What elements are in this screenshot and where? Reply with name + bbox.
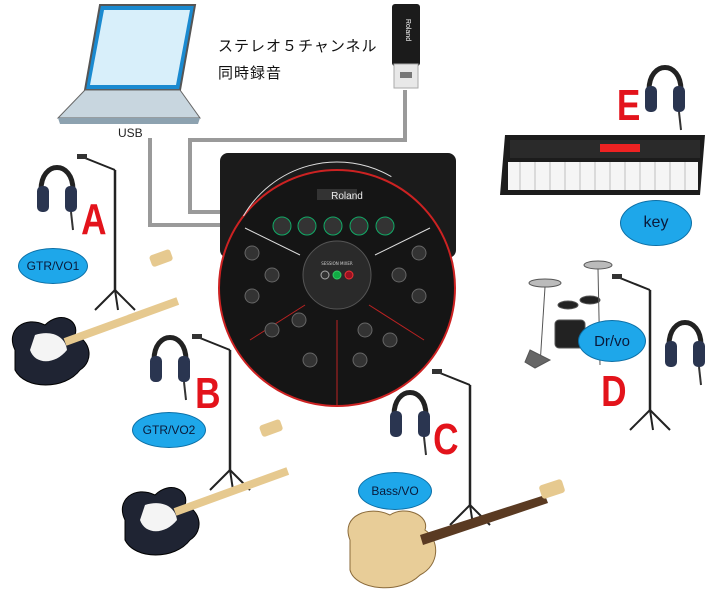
memory-cable — [188, 90, 407, 214]
usb-memory-icon: Roland — [392, 4, 420, 89]
headphones-d-icon — [665, 323, 705, 386]
session-mixer-icon: SESSION MIXER Roland — [218, 153, 456, 407]
channel-c-label: Bass/VO — [358, 472, 432, 510]
headphones-c-icon — [390, 393, 430, 456]
headphones-e-icon — [645, 68, 685, 131]
channel-d-letter: D — [601, 367, 627, 416]
drum-kit-icon — [524, 260, 613, 369]
device-label: SESSION MIXER — [321, 261, 353, 266]
headphones-b-icon — [150, 338, 190, 401]
brand-logo: Roland — [331, 191, 363, 202]
channel-e-letter: E — [616, 81, 641, 130]
channel-b-label: GTR/VO2 — [132, 412, 206, 448]
channel-c-letter: C — [433, 415, 459, 464]
channel-d-label: Dr/vo — [578, 320, 646, 362]
caption-line2: 同時録音 — [218, 64, 283, 82]
channel-a-label: GTR/VO1 — [18, 248, 88, 284]
svg-text:Roland: Roland — [404, 19, 411, 41]
keyboard-synth-icon — [500, 135, 705, 195]
bass-guitar-icon — [347, 479, 565, 589]
channel-e-label: key — [620, 200, 692, 246]
laptop-icon — [56, 4, 201, 124]
caption-line1: ステレオ５チャンネル — [218, 37, 378, 55]
channel-a-letter: A — [81, 195, 107, 244]
channel-b-letter: B — [195, 369, 221, 418]
usb-cable — [148, 138, 225, 227]
usb-label: USB — [118, 126, 143, 140]
headphones-a-icon — [37, 168, 77, 231]
